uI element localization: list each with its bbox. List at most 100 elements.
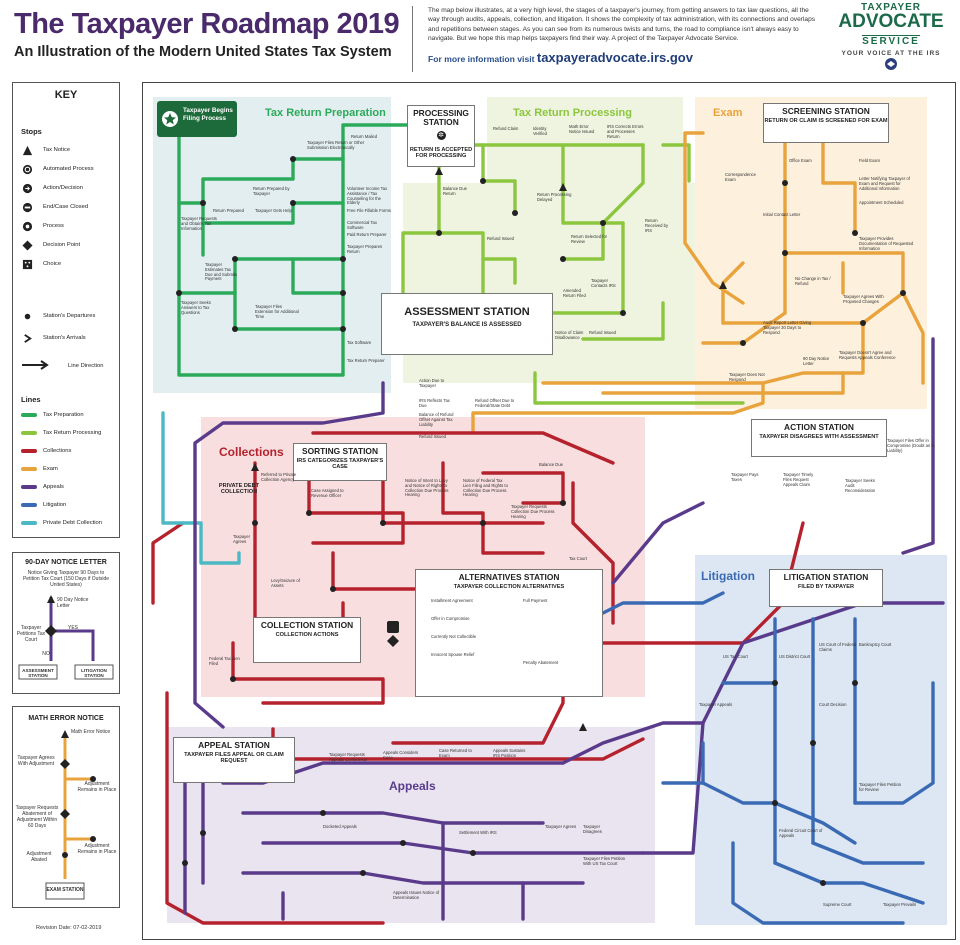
- star-icon: [162, 111, 178, 127]
- station-collection-desc: COLLECTION ACTIONS: [275, 632, 339, 638]
- stop-label: Math Error Notice Issued: [569, 124, 595, 134]
- notice-90-yes: YES: [67, 625, 78, 631]
- station-collection[interactable]: COLLECTION STATION COLLECTION ACTIONS: [253, 617, 361, 663]
- station-litigation[interactable]: LITIGATION STATION FILED BY TAXPAYER: [769, 569, 883, 607]
- stop-label: US Court of Federal Claims: [819, 642, 857, 652]
- key-lines-title: Lines: [21, 395, 41, 404]
- stop-label: Case Returned to Exam: [439, 748, 472, 758]
- station-assessment-name: ASSESSMENT STATION: [404, 306, 530, 318]
- stop-label: Installment Agreement: [431, 598, 473, 603]
- station-screening[interactable]: SCREENING STATION RETURN OR CLAIM IS SCR…: [763, 103, 889, 143]
- key-stop-automated-process: Automated Process: [43, 166, 94, 172]
- stop-label: Notice of Claim Disallowance: [555, 330, 584, 340]
- key-line-processing: Tax Return Processing: [43, 430, 102, 436]
- end-case-closed-icon: [22, 202, 33, 213]
- tax-notice-icon: [22, 145, 33, 156]
- station-sorting-name: SORTING STATION: [302, 446, 378, 456]
- stop-label: Office Exam: [789, 158, 812, 163]
- station-processing[interactable]: PROCESSING STATION ✲ RETURN IS ACCEPTED …: [407, 105, 475, 167]
- header-divider: [412, 6, 413, 72]
- stop-label: Taxpayer Gets Help: [255, 208, 292, 213]
- notice-90-dest-assessment: ASSESSMENT STATION: [22, 668, 54, 678]
- info-prefix: For more information visit: [428, 54, 535, 64]
- stop-label: Taxpayer Prepares Return: [347, 244, 383, 254]
- stop-label: Identity Verified: [533, 126, 547, 136]
- station-alternatives-desc: TAXPAYER COLLECTION ALTERNATIVES: [453, 584, 565, 590]
- notice-90-title: 90-DAY NOTICE LETTER: [25, 559, 107, 566]
- stop-label: Tax Court: [569, 556, 587, 561]
- key-title: KEY: [54, 89, 78, 101]
- math-error-stop4: Taxpayer Requests Abatement of Adjustmen…: [15, 805, 59, 829]
- stop-label: Return Selected for Review: [571, 234, 608, 244]
- info-url-link[interactable]: taxpayeradvocate.irs.gov: [536, 50, 693, 65]
- math-error-panel: MATH ERROR NOTICE Math Error Notice Taxp…: [12, 706, 120, 908]
- stop-label: Supreme Court: [823, 902, 852, 907]
- stop-label: Action Due to Taxpayer: [419, 378, 445, 388]
- logo-line1: TAXPAYER: [860, 2, 922, 13]
- key-arrivals: Station's Arrivals: [43, 335, 86, 341]
- key-line-litigation: Litigation: [43, 502, 67, 508]
- key-departures: Station's Departures: [43, 313, 96, 319]
- stop-label: Tax Software: [347, 340, 372, 345]
- stop-label: Balance Due: [539, 462, 563, 467]
- stop-label: 90 Day Notice Letter: [803, 356, 830, 366]
- start-begin-filing: Taxpayer Begins Filing Process: [157, 101, 237, 137]
- stop-label: Letter Notifying Taxpayer of Exam and Re…: [859, 176, 910, 191]
- stop-label: Appeals Considers Case: [383, 750, 419, 760]
- stop-label: Volunteer Income Tax Assistance / Tax Co…: [347, 186, 388, 206]
- intro-text: The map below illustrates, at a very hig…: [428, 7, 816, 43]
- process-gear-icon: [22, 221, 33, 232]
- gear-icon: ✲: [436, 131, 446, 141]
- key-line-swatch-exam: [21, 467, 37, 471]
- station-private-debt-name[interactable]: PRIVATE DEBT COLLECTION: [218, 483, 260, 495]
- station-alternatives[interactable]: ALTERNATIVES STATION TAXPAYER COLLECTION…: [415, 569, 603, 697]
- notice-90-stop2: Taxpayer Petitions Tax Court: [16, 625, 46, 643]
- station-screening-desc: RETURN OR CLAIM IS SCREENED FOR EXAM: [764, 118, 888, 124]
- stop-label: Return Mailed: [351, 134, 378, 139]
- stop-label: Referred to Private Collection Agency: [261, 472, 297, 482]
- station-processing-desc: RETURN IS ACCEPTED FOR PROCESSING: [409, 147, 473, 160]
- stop-label: Return Prepared by Taxpayer: [253, 186, 290, 196]
- stop-label: No Change in Tax / Refund: [795, 276, 831, 286]
- stop-label: Appeals Sustains IRS Position: [493, 748, 526, 758]
- stop-label: US Tax Court: [723, 654, 748, 659]
- stop-label: Court Decision: [819, 702, 847, 707]
- stop-label: Taxpayer Requests Collection Due Process…: [511, 504, 555, 519]
- notice-90-desc: Notice Giving Taxpayer 90 Days to Petiti…: [22, 570, 110, 588]
- key-line-swatch-appeals: [21, 485, 37, 489]
- info-line: For more information visit taxpayeradvoc…: [428, 50, 693, 65]
- station-action[interactable]: ACTION STATION TAXPAYER DISAGREES WITH A…: [751, 419, 887, 457]
- key-stop-tax-notice: Tax Notice: [43, 147, 71, 153]
- tas-logo: TAXPAYER ADVOCATE SERVICE YOUR VOICE AT …: [832, 2, 950, 72]
- station-collection-name: COLLECTION STATION: [260, 620, 354, 630]
- math-error-stop1: Math Error Notice: [71, 729, 111, 735]
- stop-label: Paid Return Preparer: [347, 232, 387, 237]
- zone-label-tax-prep: Tax Return Preparation: [265, 107, 386, 119]
- choice-icon: [22, 259, 33, 270]
- stop-label: IRS Corrects Errors and Processes Return: [607, 124, 644, 139]
- stop-label: Taxpayer Appeals: [699, 702, 733, 707]
- station-sorting-desc: IRS CATEGORIZES TAXPAYER'S CASE: [296, 458, 384, 471]
- station-assessment-desc: TAXPAYER'S BALANCE IS ASSESSED: [412, 322, 522, 328]
- station-sorting[interactable]: SORTING STATION IRS CATEGORIZES TAXPAYER…: [293, 443, 387, 481]
- stop-label: Taxpayer Files Offer in Compromise (Doub…: [887, 438, 935, 453]
- stop-label: Taxpayer Files Petition for Review: [859, 782, 902, 792]
- stop-label: Taxpayer Does Not Respond: [729, 372, 765, 382]
- stop-label: Notice of Federal Tax Lien Filing and Ri…: [463, 478, 508, 498]
- station-appeal-name: APPEAL STATION: [198, 740, 270, 750]
- revision-date: Revision Date: 07-02-2019: [36, 925, 102, 931]
- stop-label: Notice of Intent to Levy and Notice of R…: [405, 478, 449, 498]
- station-assessment[interactable]: ASSESSMENT STATION TAXPAYER'S BALANCE IS…: [381, 293, 553, 355]
- stop-label: Refund Claim: [493, 126, 519, 131]
- stop-label: Offer in Compromise: [431, 616, 470, 621]
- key-line-swatch-pdc: [21, 521, 37, 525]
- key-stop-choice: Choice: [43, 261, 62, 267]
- arrival-chevron-icon: [24, 334, 32, 343]
- stop-label: Federal Circuit Court of Appeals: [779, 828, 823, 838]
- math-error-stop5: Adjustment Abated: [26, 851, 52, 863]
- stop-label: Refund Issued: [487, 236, 515, 241]
- stop-label: Tax Return Preparer: [347, 358, 385, 363]
- station-appeal[interactable]: APPEAL STATION TAXPAYER FILES APPEAL OR …: [173, 737, 295, 783]
- stop-label: Balance Due Return: [443, 186, 467, 196]
- stop-label: Taxpayer Doesn't Agree and Requests Appe…: [839, 350, 896, 360]
